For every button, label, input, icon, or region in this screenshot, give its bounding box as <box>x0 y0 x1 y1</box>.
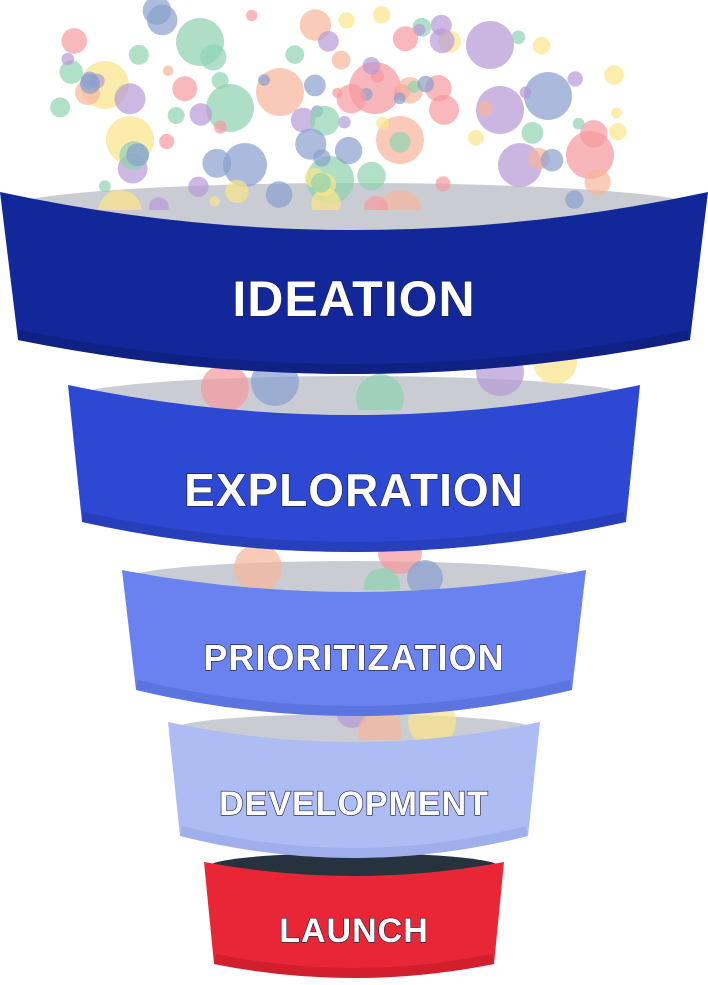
idea-bubble <box>201 364 249 412</box>
idea-bubble <box>246 9 258 22</box>
idea-bubble <box>142 0 172 25</box>
idea-bubble <box>213 120 227 134</box>
funnel-band-shade-1 <box>18 330 690 374</box>
idea-bubble <box>376 117 390 130</box>
idea-bubble <box>565 190 584 209</box>
idea-bubble <box>59 60 83 84</box>
idea-bubble <box>356 374 404 422</box>
idea-bubble <box>80 71 99 90</box>
idea-bubble <box>358 710 402 740</box>
idea-bubble <box>172 76 198 102</box>
funnel-labels: IDEATION EXPLORATION PRIORITIZATION DEVE… <box>183 270 524 950</box>
idea-bubble <box>206 84 254 132</box>
idea-bubbles <box>50 0 627 740</box>
idea-bubble <box>189 103 213 126</box>
idea-bubble <box>393 92 406 105</box>
idea-bubble <box>435 176 451 192</box>
idea-bubble <box>477 100 493 116</box>
idea-bubble <box>225 179 249 204</box>
idea-bubble <box>61 28 87 54</box>
idea-bubble <box>572 117 585 130</box>
idea-bubble <box>532 36 551 55</box>
stage-label-development: DEVELOPMENT <box>219 785 489 823</box>
idea-bubble <box>604 65 624 85</box>
idea-bubble <box>389 131 411 153</box>
idea-bubble <box>357 161 386 191</box>
stage-label-ideation: IDEATION <box>232 271 475 327</box>
funnel-band-shade-3 <box>136 680 572 716</box>
idea-bubble <box>114 83 146 115</box>
idea-bubble <box>318 31 339 52</box>
idea-bubble <box>234 544 282 592</box>
stage-label-prioritization: PRIORITIZATION <box>203 637 504 678</box>
idea-bubble <box>209 196 220 207</box>
idea-bubble <box>476 86 524 134</box>
idea-bubble <box>584 168 611 196</box>
idea-bubble <box>334 136 363 165</box>
idea-bubble <box>407 560 443 596</box>
idea-bubble <box>609 123 627 141</box>
idea-bubble <box>200 44 227 71</box>
idea-bubble <box>466 21 514 69</box>
idea-bubble <box>162 65 174 77</box>
idea-bubble <box>211 72 229 89</box>
funnel-band-5 <box>204 862 504 978</box>
idea-bubble <box>50 97 71 118</box>
idea-bubble <box>429 28 455 54</box>
idea-bubble <box>417 75 435 93</box>
funnel-band-3 <box>122 570 586 716</box>
idea-bubble <box>285 45 305 64</box>
idea-bubble <box>128 44 149 65</box>
idea-bubble <box>188 176 209 197</box>
idea-bubble <box>336 84 366 114</box>
idea-bubble <box>304 74 326 97</box>
funnel-band-shade-2 <box>82 512 626 552</box>
idea-bubble <box>309 105 340 136</box>
idea-bubble <box>580 120 608 148</box>
idea-bubble <box>290 107 316 133</box>
idea-bubble <box>295 128 327 160</box>
idea-bubble <box>98 180 111 193</box>
idea-bubble <box>519 86 532 99</box>
idea-bubble <box>338 12 355 29</box>
idea-bubble <box>265 181 293 208</box>
idea-bubble <box>429 94 459 125</box>
idea-bubble <box>407 80 420 93</box>
idea-bubble <box>393 26 418 52</box>
idea-bubble <box>331 50 351 70</box>
idea-bubble <box>567 71 583 87</box>
idea-bubble <box>159 133 175 150</box>
idea-bubble <box>61 52 75 66</box>
idea-bubble <box>521 121 544 144</box>
funnel-bands <box>0 192 708 978</box>
idea-bubble <box>311 172 331 193</box>
funnel-band-4 <box>168 722 540 858</box>
idea-bubble <box>202 148 232 178</box>
idea-bubble <box>524 72 572 120</box>
idea-bubble <box>611 107 622 119</box>
idea-bubble <box>511 30 526 45</box>
stage-label-exploration: EXPLORATION <box>184 464 524 516</box>
idea-bubble <box>362 57 381 75</box>
funnel-band-shade-5 <box>214 954 494 978</box>
funnel-band-shade-4 <box>180 826 528 858</box>
idea-bubble <box>223 143 267 187</box>
idea-bubble <box>126 143 150 167</box>
idea-bubble <box>467 129 484 146</box>
funnel-band-1 <box>0 192 708 374</box>
idea-bubble <box>540 148 564 172</box>
idea-bubble <box>167 107 185 124</box>
idea-bubble <box>258 74 270 86</box>
idea-bubble <box>373 6 391 24</box>
stage-label-launch: LAUNCH <box>279 912 429 950</box>
funnel-band-2 <box>68 385 640 552</box>
idea-bubble <box>338 115 351 129</box>
